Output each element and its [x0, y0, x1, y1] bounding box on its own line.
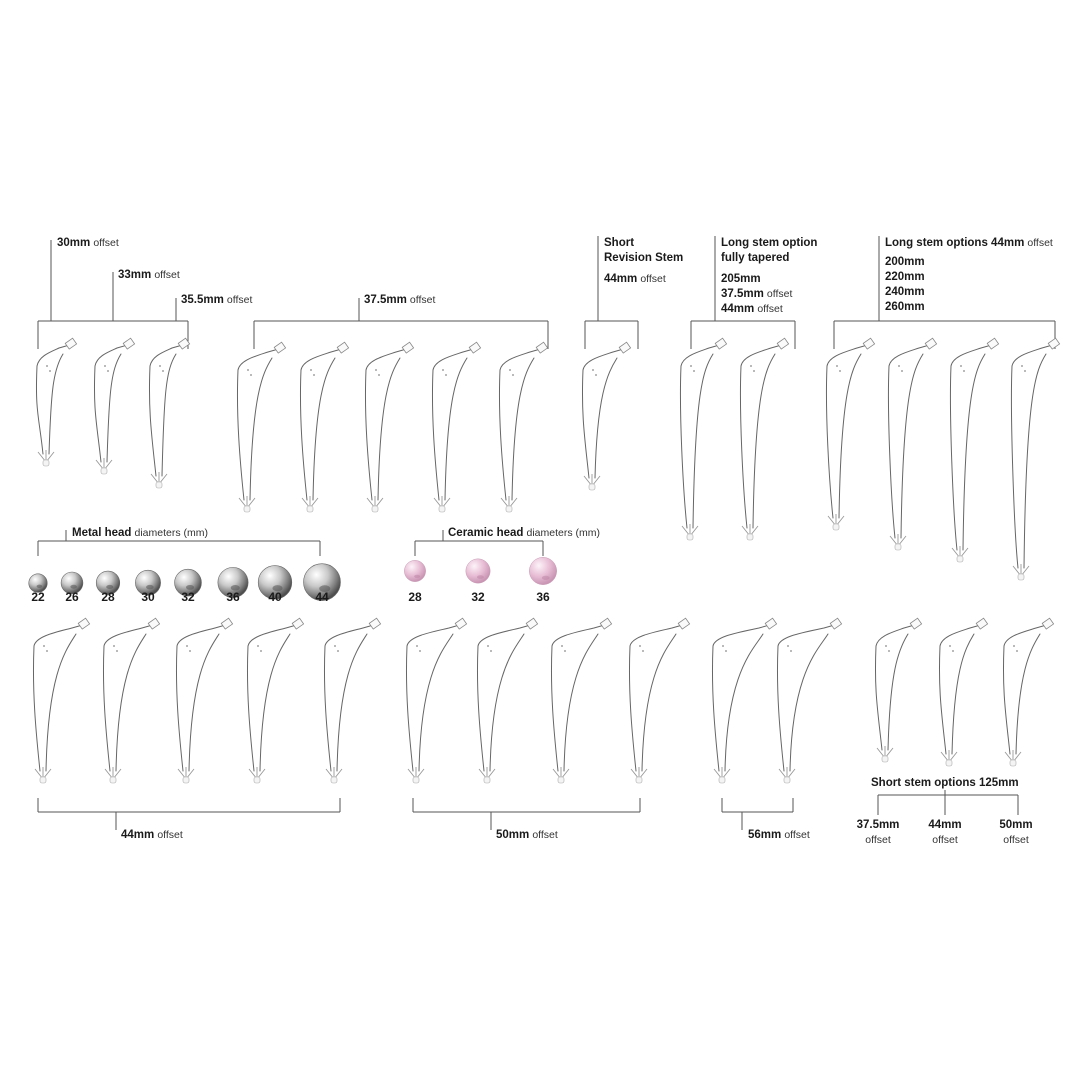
stem-56mm-2 [776, 617, 843, 784]
stem-44mm-4 [246, 617, 305, 784]
metal-head-32 [174, 568, 202, 597]
bracket-ceramic-heads [414, 540, 544, 556]
stem-50mm-4 [628, 617, 691, 784]
bracket-56mm [721, 798, 794, 813]
metal-head-40 [257, 565, 293, 600]
label-short-50: 50mm offset [999, 819, 1033, 846]
label-ceramic-head: Ceramic head diameters (mm) [448, 527, 601, 539]
stem-35-5mm [148, 337, 191, 489]
metal-head-label-40: 40 [268, 590, 282, 604]
bracket-small-offsets [37, 320, 189, 349]
stem-33mm [93, 337, 136, 475]
stem-short-revision [581, 341, 632, 491]
stem-37-5mm-5 [498, 341, 549, 513]
stem-long-option-2 [887, 337, 938, 551]
label-short-stem-options: Short stem options 125mm [871, 777, 1019, 789]
label-56mm-offset: 56mm offset [748, 829, 810, 841]
stem-50mm-1 [405, 617, 468, 784]
stem-50mm-3 [550, 617, 613, 784]
label-metal-head: Metal head diameters (mm) [72, 527, 209, 539]
stem-37-5mm-3 [364, 341, 415, 513]
metal-head-26 [60, 571, 84, 595]
stem-short-50 [1002, 617, 1055, 767]
label-long-stem-tapered: Long stem option fully tapered 205mm 37.… [721, 237, 818, 315]
bracket-50mm [412, 798, 641, 813]
stem-long-option-1 [825, 337, 876, 531]
metal-head-30 [135, 569, 161, 596]
bracket-37-5mm [253, 320, 549, 349]
stem-37-5mm-4 [431, 341, 482, 513]
metal-head-label-32: 32 [181, 590, 195, 604]
bracket-metal-heads [37, 540, 321, 556]
metal-head-label-44: 44 [315, 590, 329, 604]
ceramic-head-label-32: 32 [471, 590, 485, 604]
label-33mm-offset: 33mm offset [118, 269, 180, 281]
ceramic-head-32 [465, 558, 491, 584]
label-long-stem-options: Long stem options 44mm offset 200mm 220m… [885, 237, 1053, 313]
stem-44mm-1 [32, 617, 91, 784]
bracket-short-revision [584, 320, 639, 349]
metal-head-label-22: 22 [31, 590, 45, 604]
metal-head-label-30: 30 [141, 590, 155, 604]
metal-head-label-26: 26 [65, 590, 79, 604]
metal-head-36 [217, 567, 249, 598]
label-short-revision-stem: Short Revision Stem 44mm offset [604, 237, 684, 285]
stem-long-tapered-37-5 [679, 337, 728, 541]
label-30mm-offset: 30mm offset [57, 237, 119, 249]
stem-44mm-2 [102, 617, 161, 784]
metal-head-label-36: 36 [226, 590, 240, 604]
label-50mm-offset: 50mm offset [496, 829, 558, 841]
ceramic-head-28 [404, 560, 426, 582]
label-short-44: 44mm offset [928, 819, 962, 846]
stem-30mm [35, 337, 78, 467]
stem-50mm-2 [476, 617, 539, 784]
stem-long-tapered-44 [739, 337, 790, 541]
metal-head-28 [95, 570, 121, 595]
metal-head-label-28: 28 [101, 590, 115, 604]
stem-44mm-5 [323, 617, 382, 784]
stem-short-44 [938, 617, 989, 767]
metal-head-44 [303, 563, 341, 601]
label-35-5mm-offset: 35.5mm offset [181, 294, 253, 306]
label-37-5mm-offset: 37.5mm offset [364, 294, 436, 306]
label-short-37-5: 37.5mm offset [856, 819, 900, 846]
stem-37-5mm-1 [236, 341, 287, 513]
label-44mm-offset: 44mm offset [121, 829, 183, 841]
metal-head-22 [28, 573, 48, 593]
bracket-long-tapered [690, 320, 796, 349]
ceramic-head-label-36: 36 [536, 590, 550, 604]
stem-short-37-5 [874, 617, 923, 763]
stem-56mm-1 [711, 617, 778, 784]
bracket-44mm [37, 798, 341, 813]
stem-44mm-3 [175, 617, 234, 784]
stem-long-option-3 [949, 337, 1000, 563]
stem-long-option-4 [1010, 337, 1061, 581]
ceramic-head-36 [529, 557, 557, 585]
stem-37-5mm-2 [299, 341, 350, 513]
bracket-short-options [877, 794, 1019, 815]
ceramic-head-label-28: 28 [408, 590, 422, 604]
